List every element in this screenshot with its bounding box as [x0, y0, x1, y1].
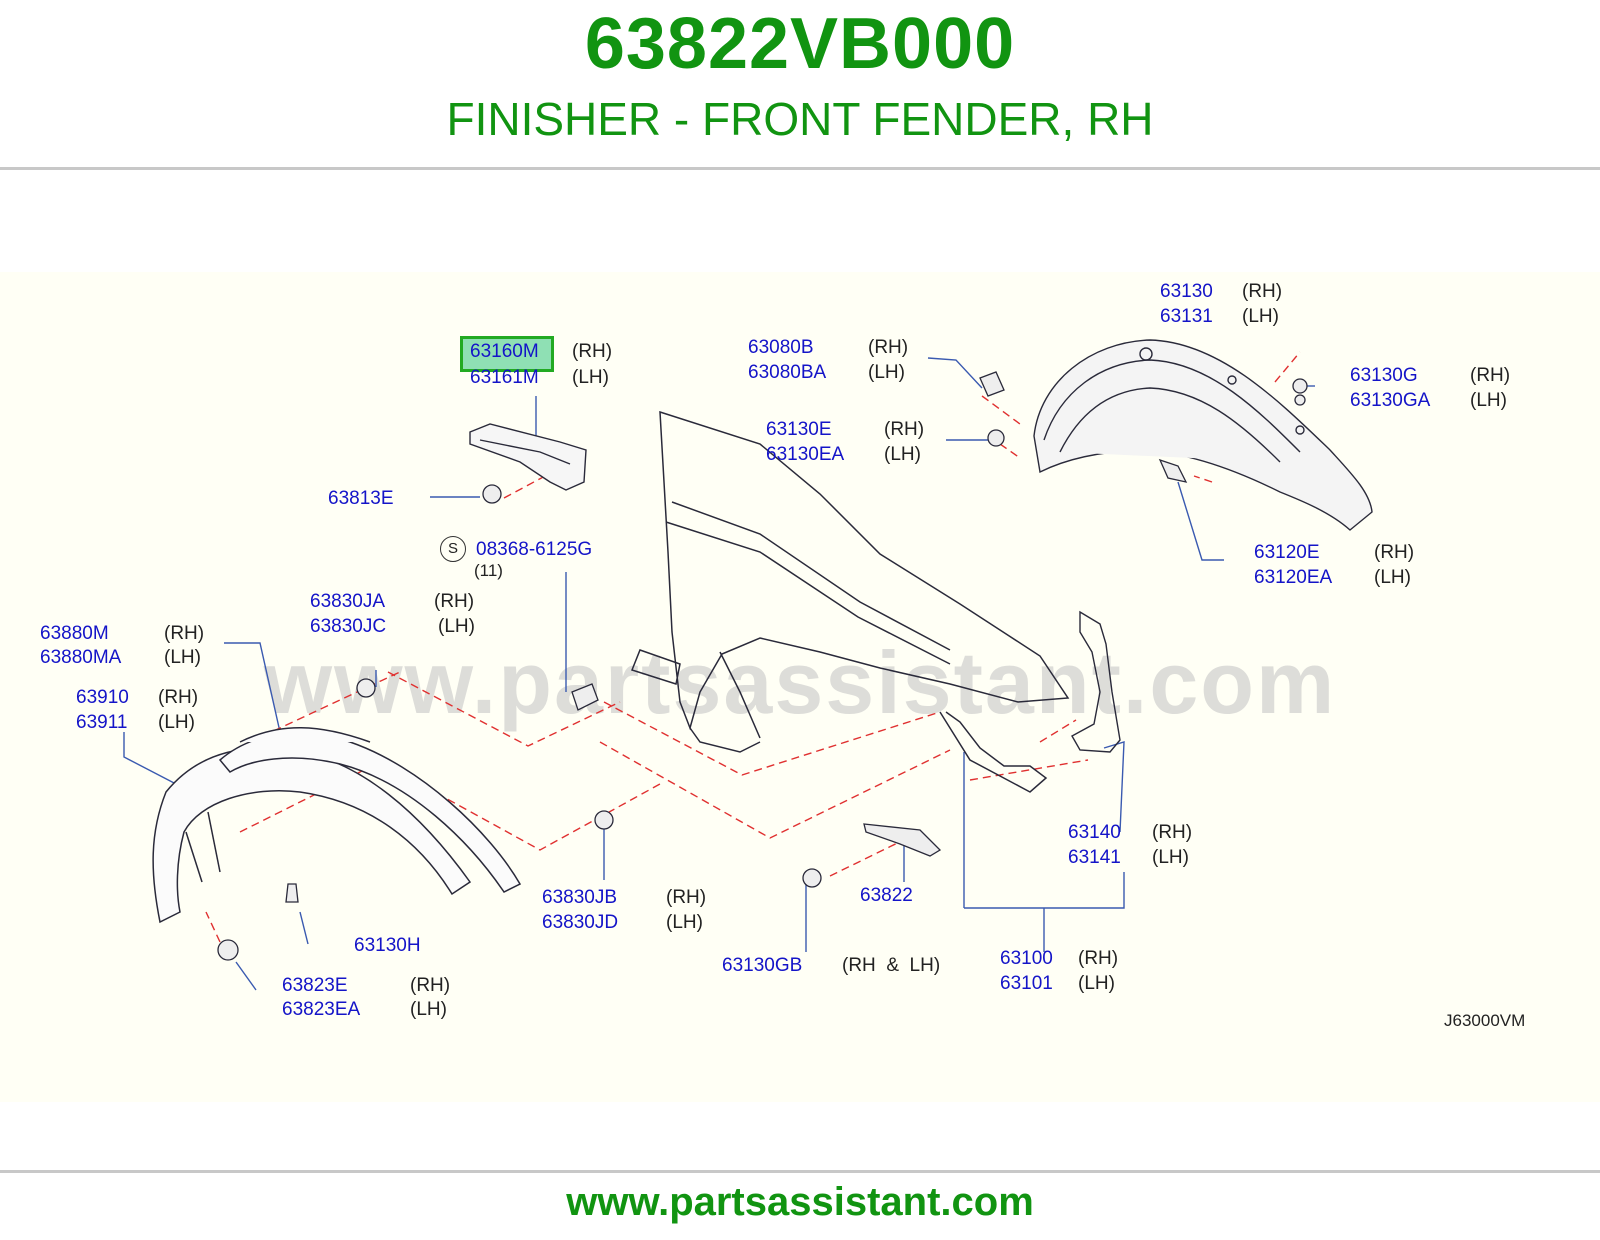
fender-brace-drawing — [1071, 610, 1121, 753]
callout-63161M[interactable]: 63161M — [470, 367, 539, 388]
parts-diagram: www.partsassistant.com — [0, 272, 1600, 1102]
callout-63822[interactable]: 63822 — [860, 885, 913, 906]
header: 63822VB000 FINISHER - FRONT FENDER, RH — [0, 0, 1600, 168]
side-63141: (LH) — [1152, 847, 1189, 868]
side-63140: (RH) — [1152, 822, 1193, 843]
side-63120EA: (LH) — [1374, 567, 1411, 588]
callout-63130GA[interactable]: 63130GA — [1350, 390, 1431, 411]
wheel-arch-finisher-drawing — [152, 727, 522, 924]
front-fender-drawing — [631, 410, 1070, 793]
side-63161M: (LH) — [572, 367, 609, 388]
callout-63823EA[interactable]: 63823EA — [282, 999, 361, 1020]
screw-symbol: S — [440, 536, 466, 562]
callout-63080B[interactable]: 63080B — [748, 337, 814, 358]
callout-63910[interactable]: 63910 — [76, 687, 129, 708]
callout-63911[interactable]: 63911 — [76, 712, 128, 733]
side-63830JC: (LH) — [438, 616, 475, 637]
callout-63141[interactable]: 63141 — [1068, 847, 1121, 868]
side-63130E: (RH) — [884, 419, 925, 440]
callout-63160M[interactable]: 63160M — [470, 341, 539, 362]
callout-63130GB[interactable]: 63130GB — [722, 955, 803, 976]
footer-website-link[interactable]: www.partsassistant.com — [566, 1180, 1034, 1224]
side-63101: (LH) — [1078, 973, 1115, 994]
assembly-dashes — [205, 351, 1301, 943]
callout-63130[interactable]: 63130 — [1160, 281, 1213, 302]
callout-63830JC[interactable]: 63830JC — [310, 616, 387, 637]
side-63160M: (RH) — [572, 341, 613, 362]
callout-63830JB[interactable]: 63830JB — [542, 887, 618, 908]
callout-63100[interactable]: 63100 — [1000, 948, 1053, 969]
part-description: FINISHER - FRONT FENDER, RH — [446, 93, 1154, 145]
side-63100: (RH) — [1078, 948, 1119, 969]
side-63130EA: (LH) — [884, 444, 921, 465]
callout-63120EA[interactable]: 63120EA — [1254, 567, 1333, 588]
callout-63880MA[interactable]: 63880MA — [40, 647, 122, 668]
side-63080B: (RH) — [868, 337, 909, 358]
footer-divider — [0, 1170, 1600, 1173]
callout-08368-6125G[interactable]: 08368-6125G — [476, 539, 593, 560]
side-63823EA: (LH) — [410, 999, 447, 1020]
watermark: www.partsassistant.com — [263, 633, 1337, 732]
leader-lines — [123, 357, 1315, 991]
callout-63130EA[interactable]: 63130EA — [766, 444, 845, 465]
side-63830JB: (RH) — [666, 887, 707, 908]
callout-63830JD[interactable]: 63830JD — [542, 912, 619, 933]
callout-63830JA[interactable]: 63830JA — [310, 591, 386, 612]
side-63131: (LH) — [1242, 306, 1279, 327]
side-63130GB: (RH & LH) — [842, 955, 941, 976]
callout-63130H[interactable]: 63130H — [354, 935, 421, 956]
drawing-code: J63000VM — [1444, 1011, 1526, 1030]
callout-63120E[interactable]: 63120E — [1254, 542, 1320, 563]
fender-liner-drawing — [1033, 339, 1373, 531]
side-63880MA: (LH) — [164, 647, 201, 668]
side-63910: (RH) — [158, 687, 199, 708]
side-63823E: (RH) — [410, 975, 451, 996]
clips-drawing — [217, 371, 1308, 961]
side-63130GA: (LH) — [1470, 390, 1507, 411]
qty-08368-6125G: (11) — [474, 561, 503, 580]
header-divider — [0, 167, 1600, 170]
callout-63131[interactable]: 63131 — [1160, 306, 1213, 327]
callout-63101[interactable]: 63101 — [1000, 973, 1053, 994]
side-63830JD: (LH) — [666, 912, 703, 933]
callout-63823E[interactable]: 63823E — [282, 975, 348, 996]
part-number-title: 63822VB000 — [584, 4, 1016, 84]
callout-63130E[interactable]: 63130E — [766, 419, 832, 440]
side-63830JA: (RH) — [434, 591, 475, 612]
callout-63080BA[interactable]: 63080BA — [748, 362, 827, 383]
callout-63140[interactable]: 63140 — [1068, 822, 1121, 843]
side-63130G: (RH) — [1470, 365, 1511, 386]
side-63880M: (RH) — [164, 623, 205, 644]
callout-63130G[interactable]: 63130G — [1350, 365, 1418, 386]
callout-63813E[interactable]: 63813E — [328, 488, 394, 509]
side-63130: (RH) — [1242, 281, 1283, 302]
callout-63880M[interactable]: 63880M — [40, 623, 109, 644]
side-63120E: (RH) — [1374, 542, 1415, 563]
highlighted-part-box — [460, 336, 554, 372]
top-finisher-drawing — [469, 423, 587, 491]
side-63080BA: (LH) — [868, 362, 905, 383]
side-63911: (LH) — [158, 712, 195, 733]
diagram-drawing — [123, 339, 1373, 991]
